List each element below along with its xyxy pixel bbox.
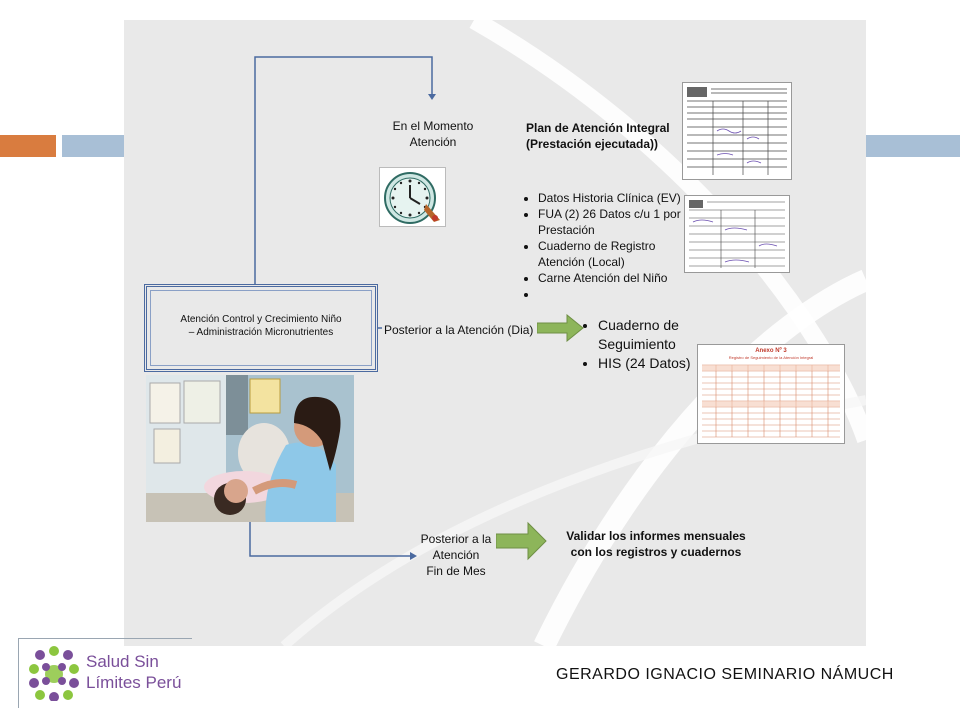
nurse-photo xyxy=(146,375,354,522)
plan-document-thumbnail xyxy=(682,82,792,180)
anexo-title: Anexo Nº 3 xyxy=(755,348,787,354)
posterior-mes-label: Posterior a la Atención Fin de Mes xyxy=(420,532,492,578)
green-arrow-mes xyxy=(496,521,547,561)
bullet-list-right: Cuaderno de Seguimiento HIS (24 Datos) xyxy=(580,316,692,373)
nurse-photo-illustration xyxy=(146,375,354,522)
bullet-item: Cuaderno de Registro Atención (Local) xyxy=(538,238,690,270)
fua-document-thumbnail xyxy=(684,195,790,273)
control-box-label: Atención Control y Crecimiento Niño – Ad… xyxy=(180,314,342,338)
orange-accent-bar xyxy=(0,135,56,157)
footer-divider-top xyxy=(18,638,192,639)
green-arrow-dia xyxy=(537,314,584,342)
logo-mark-icon xyxy=(29,646,79,701)
blue-accent-bar-right xyxy=(866,135,960,157)
blue-accent-bar-left xyxy=(62,135,124,157)
moment-label: En el Momento Atención xyxy=(392,119,474,149)
author-name: GERARDO IGNACIO SEMINARIO NÁMUCH xyxy=(556,666,894,683)
logo: Salud Sin Límites Perú xyxy=(26,645,196,701)
plan-title: Plan de Atención Integral (Prestación ej… xyxy=(526,121,670,151)
footer-divider-left xyxy=(18,638,19,708)
bullet-list-top: Datos Historia Clínica (EV) FUA (2) 26 D… xyxy=(520,190,690,302)
posterior-dia-label: Posterior a la Atención (Dia) xyxy=(384,323,534,337)
bullet-item: Datos Historia Clínica (EV) xyxy=(538,190,690,206)
bullet-item: Cuaderno de Seguimiento xyxy=(598,316,692,354)
clock-icon xyxy=(384,172,440,224)
validar-label: Validar los informes mensuales con los r… xyxy=(566,529,746,559)
bullet-item: FUA (2) 26 Datos c/u 1 por Prestación xyxy=(538,206,690,238)
clock-image xyxy=(379,167,446,227)
control-box: Atención Control y Crecimiento Niño – Ad… xyxy=(144,284,378,372)
anexo-document-thumbnail: Anexo Nº 3 Registro de Seguimiento de la… xyxy=(697,344,845,444)
bullet-item xyxy=(538,286,690,302)
bullet-item: HIS (24 Datos) xyxy=(598,354,692,373)
bullet-item: Carne Atención del Niño xyxy=(538,270,690,286)
logo-text: Salud Sin Límites Perú xyxy=(86,652,182,692)
anexo-subtitle: Registro de Seguimiento de la Atención I… xyxy=(728,355,814,360)
